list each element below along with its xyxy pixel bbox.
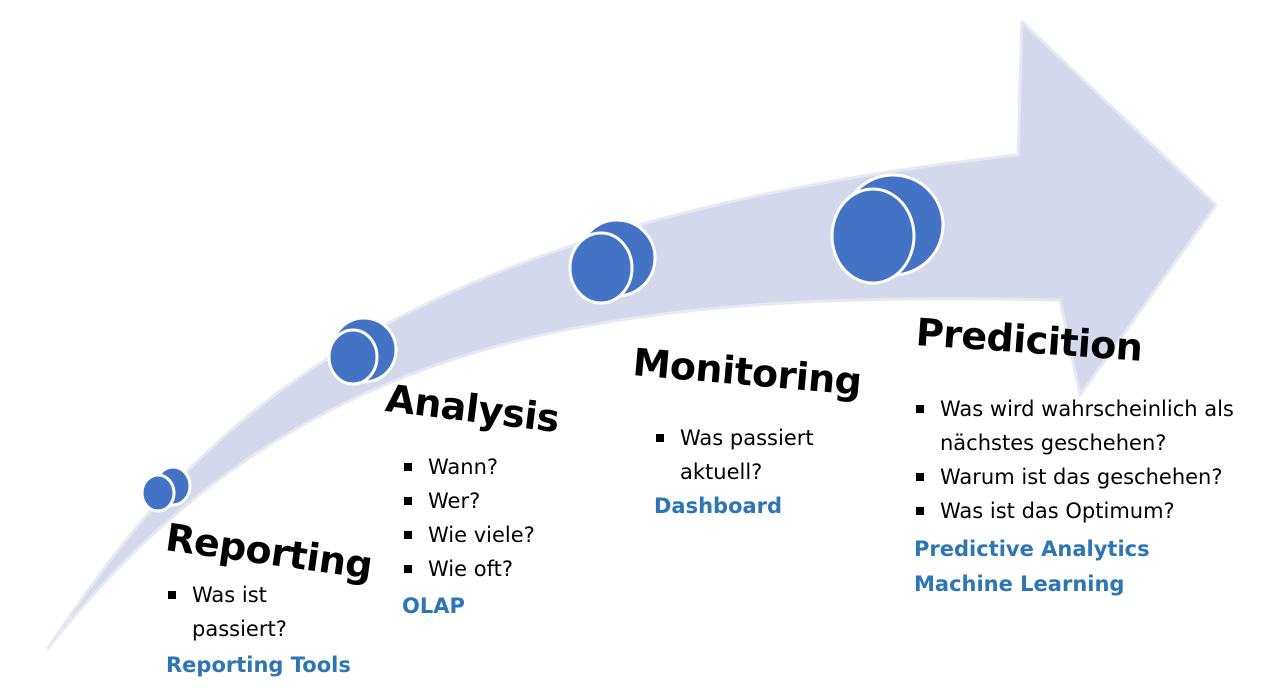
bullet-item: Was ist passiert? <box>166 578 316 646</box>
tool-label: Dashboard <box>654 494 783 518</box>
bullet-list: Was wird wahrscheinlich als nächstes ges… <box>914 392 1264 528</box>
bullet-item: Was wird wahrscheinlich als nächstes ges… <box>914 392 1264 460</box>
bullet-item: Wer? <box>402 484 582 518</box>
bullet-item: Wie oft? <box>402 552 582 586</box>
bullet-item: Warum ist das geschehen? <box>914 460 1264 494</box>
cylinder-icon-reporting <box>140 465 192 513</box>
bullet-item: Was passiert aktuell? <box>654 421 854 489</box>
bullet-item: Wie viele? <box>402 518 582 552</box>
bullet-item: Wann? <box>402 450 582 484</box>
cylinder-icon-monitoring <box>568 218 657 305</box>
bullet-list: Was passiert aktuell? <box>654 421 854 489</box>
tool-label: Predictive Analytics <box>914 537 1150 561</box>
bullet-item: Was ist das Optimum? <box>914 494 1264 528</box>
progress-arrow <box>46 20 1218 650</box>
tool-label: Reporting Tools <box>166 653 351 677</box>
cylinder-icon-prediction <box>830 173 945 285</box>
bullet-list: Was ist passiert? <box>166 578 316 646</box>
cylinder-icon-analysis <box>327 316 398 386</box>
bullet-list: Wann? Wer? Wie viele? Wie oft? <box>402 450 582 586</box>
tool-label: Machine Learning <box>914 572 1125 596</box>
tool-label: OLAP <box>402 594 465 618</box>
